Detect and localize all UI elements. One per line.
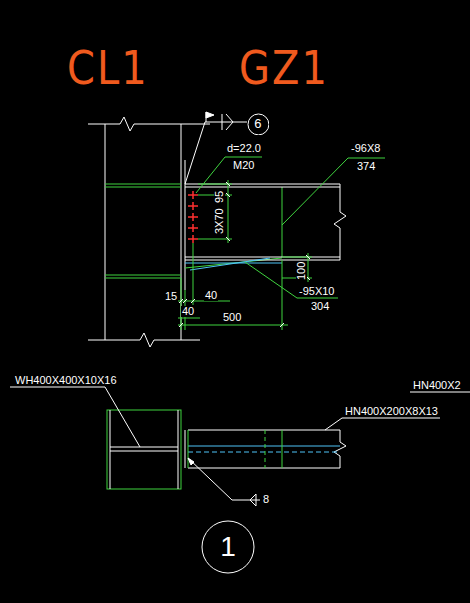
section-name: WH400X400X10X16 <box>14 375 118 386</box>
callout-number: 1 <box>220 533 236 561</box>
weld-callout: 6 <box>247 113 270 136</box>
handwritten-note: GZ1 <box>238 45 330 91</box>
weld-size: 8 <box>262 494 270 505</box>
plate-size: -95X10 <box>298 286 335 297</box>
dimension: 100 <box>296 261 307 281</box>
section-name: HN400X2 <box>412 380 462 391</box>
dimension: 95 <box>214 190 225 204</box>
plate-length: 304 <box>310 301 330 312</box>
callout-number: 6 <box>254 117 261 130</box>
dimension: 500 <box>222 312 242 323</box>
bolt-spec: d=22.0 <box>226 143 262 154</box>
section-name: HN400X200X8X13 <box>344 406 439 417</box>
plate-length: 374 <box>356 161 376 172</box>
plate-size: -96X8 <box>350 143 381 154</box>
handwritten-note: CL1 <box>66 45 150 91</box>
dimension: 3X70 <box>214 207 225 235</box>
dimension: 15 <box>164 291 178 302</box>
dimension: 40 <box>204 290 218 301</box>
bolt-spec: M20 <box>232 160 255 171</box>
dimension: 40 <box>181 306 195 317</box>
detail-number: 1 <box>201 520 255 574</box>
